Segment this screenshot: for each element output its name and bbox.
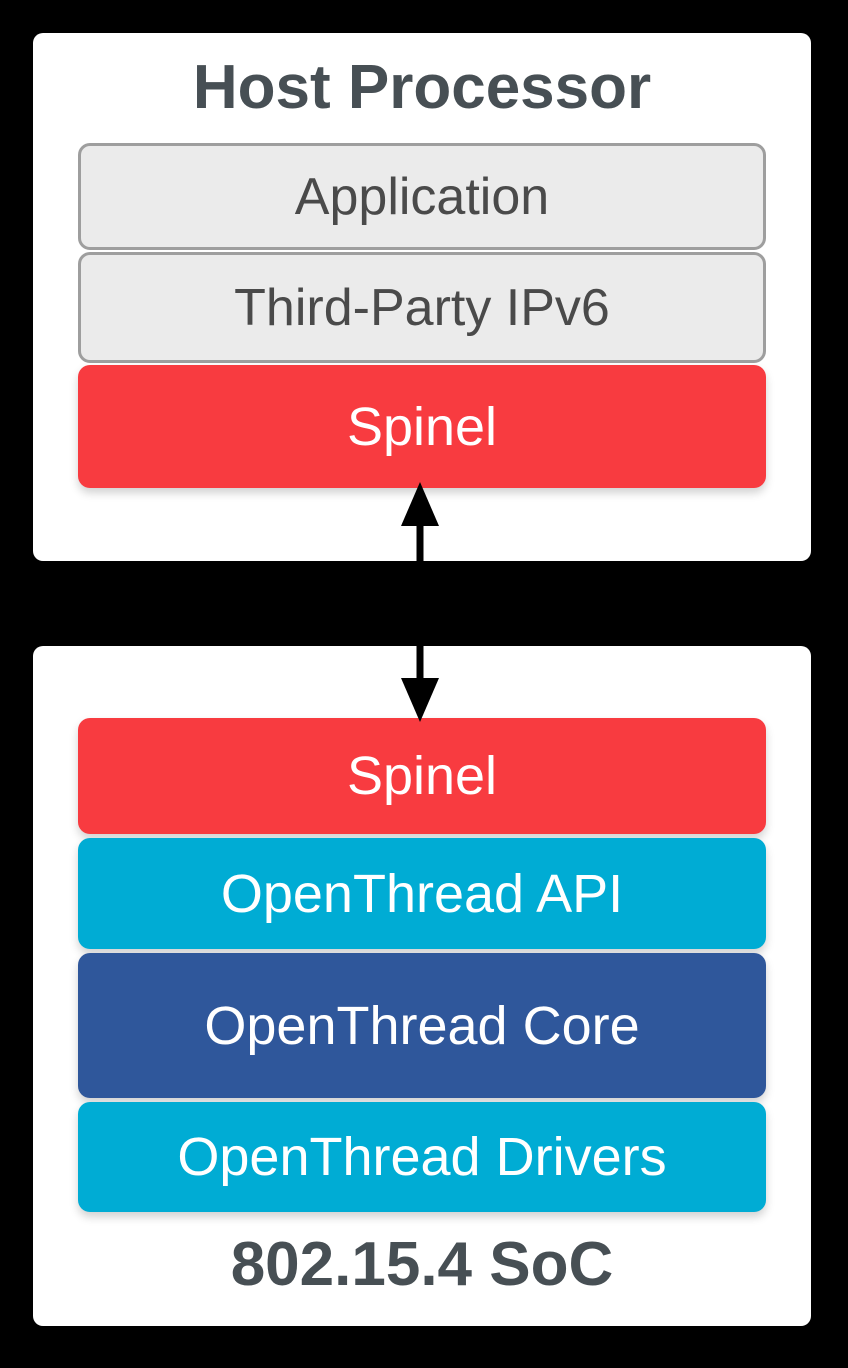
- layer-spinel-host: Spinel: [78, 365, 766, 488]
- layer-third-party-ipv6-label: Third-Party IPv6: [234, 278, 610, 337]
- host-processor-title: Host Processor: [192, 53, 652, 122]
- host-processor-card: Host Processor Application Third-Party I…: [33, 33, 811, 561]
- layer-spinel-soc: Spinel: [78, 718, 766, 834]
- soc-card: Spinel OpenThread API OpenThread Core Op…: [33, 646, 811, 1326]
- layer-openthread-api: OpenThread API: [78, 838, 766, 949]
- layer-third-party-ipv6: Third-Party IPv6: [78, 252, 766, 363]
- layer-application: Application: [78, 143, 766, 250]
- soc-title: 802.15.4 SoC: [230, 1230, 614, 1299]
- layer-spinel-host-label: Spinel: [346, 396, 498, 457]
- layer-openthread-api-label: OpenThread API: [220, 863, 624, 924]
- layer-openthread-drivers-label: OpenThread Drivers: [177, 1127, 667, 1187]
- bidirectional-arrow-icon: [390, 482, 450, 722]
- layer-application-label: Application: [294, 167, 550, 226]
- layer-spinel-soc-label: Spinel: [346, 746, 498, 806]
- layer-openthread-drivers: OpenThread Drivers: [78, 1102, 766, 1212]
- layer-openthread-core: OpenThread Core: [78, 953, 766, 1098]
- layer-openthread-core-label: OpenThread Core: [204, 995, 640, 1056]
